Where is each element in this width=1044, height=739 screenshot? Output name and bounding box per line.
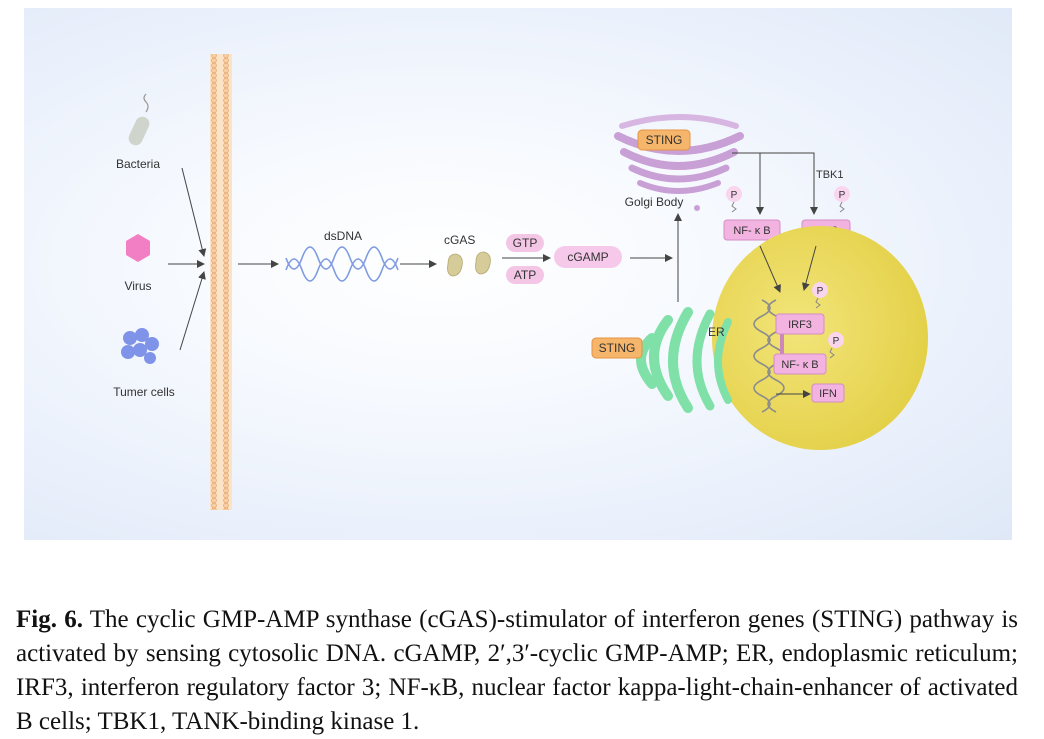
nuclear-import-arrows [759, 245, 817, 293]
nfkb-label-nucleus: NF- κ B [781, 359, 818, 371]
er-label: ER [708, 325, 725, 339]
ifn-label: IFN [819, 388, 837, 400]
atp-pill [506, 266, 544, 284]
nfkb-box-cytoplasm [723, 219, 781, 241]
sting-er-box [591, 337, 643, 359]
figure-caption: Fig. 6. The cyclic GMP-AMP synthase (cGA… [16, 603, 1018, 739]
sting-golgi-label: STING [646, 133, 683, 147]
virus-icon [126, 234, 150, 262]
caption-text: The cyclic GMP-AMP synthase (cGAS)-stimu… [16, 606, 1018, 735]
golgi-vesicle [694, 205, 700, 211]
sting-golgi-box [637, 129, 691, 151]
irf3-box-nucleus [775, 313, 825, 335]
cgamp-pill [554, 246, 622, 268]
dsdna-helix-icon [285, 246, 399, 282]
source-label-tumor: Tumer cells [113, 385, 175, 399]
pathway-diagram: Bacteria Virus Tumer cells dsDNA cGAS GT… [24, 8, 1012, 540]
phospho-tags-nucleus: P P [812, 282, 844, 359]
phospho-tags-cytoplasm: P P [726, 186, 850, 213]
gtp-label: GTP [513, 236, 538, 250]
tbk1-branch-arrows [732, 152, 818, 215]
cgas-label: cGAS [444, 233, 475, 247]
cell-membrane [208, 54, 234, 510]
tumor-cells-icon [121, 328, 159, 364]
nfkb-box-nucleus [773, 353, 827, 375]
svg-text:P: P [833, 336, 840, 347]
gtp-pill [506, 234, 544, 252]
caption-label: Fig. 6. [16, 606, 83, 633]
golgi-body-icon [614, 114, 744, 194]
er-icon [636, 307, 732, 413]
nucleus [712, 226, 928, 450]
tbk1-label: TBK1 [816, 169, 844, 181]
svg-text:P: P [839, 190, 846, 201]
cgas-enzyme-icon [447, 251, 491, 277]
irf3-label-nucleus: IRF3 [788, 319, 812, 331]
svg-text:P: P [731, 190, 738, 201]
source-label-virus: Virus [124, 279, 151, 293]
cgamp-label: cGAMP [567, 250, 608, 264]
sting-er-label: STING [599, 341, 636, 355]
bacteria-icon [128, 93, 150, 146]
svg-text:P: P [817, 286, 824, 297]
atp-label: ATP [514, 268, 536, 282]
ifn-box [811, 383, 845, 403]
golgi-label: Golgi Body [625, 195, 684, 209]
dsdna-label: dsDNA [324, 229, 362, 243]
sensing-arrows [168, 167, 279, 351]
nfkb-label-cytoplasm: NF- κ B [733, 225, 770, 237]
source-label-bacteria: Bacteria [116, 157, 160, 171]
